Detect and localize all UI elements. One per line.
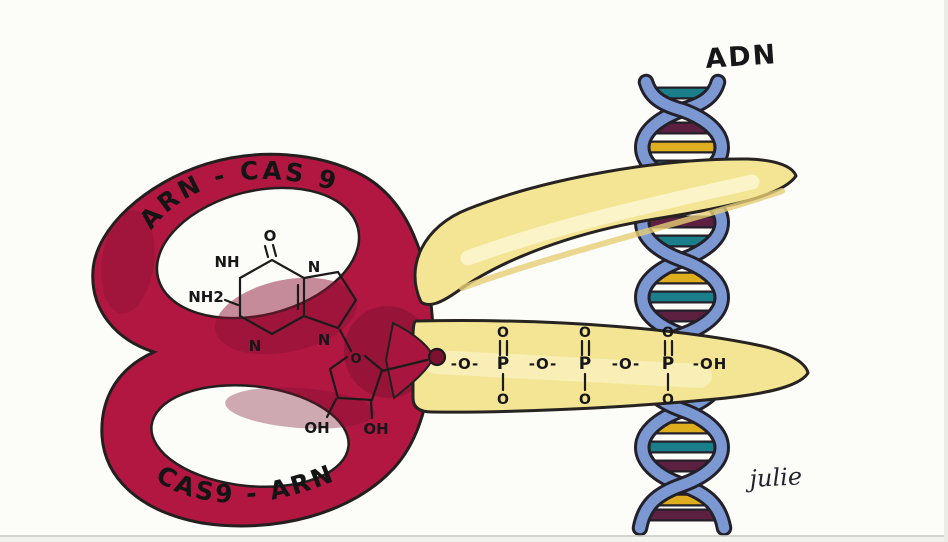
chain-o-below-2: O xyxy=(579,392,591,408)
sugar-phosphate-bond xyxy=(380,358,429,373)
phosphate-single-bonds xyxy=(501,372,670,392)
top-blade-highlight xyxy=(460,174,760,266)
chain-p-1: P xyxy=(497,354,509,374)
nucleotide-labels: O NH N NH2 N N O OH OH xyxy=(188,227,388,438)
phosphate-double-bonds xyxy=(498,339,674,357)
chain-o-link-1: -O- xyxy=(451,355,479,373)
nh2-bond xyxy=(223,298,240,307)
phosphate-chain: -O- P -O- P -O- P -OH O O O O O O xyxy=(451,325,728,408)
chain-oh-end: -OH xyxy=(693,355,728,373)
carbonyl-o-label: O xyxy=(264,227,277,245)
dna-strand-right xyxy=(637,76,730,534)
chain-o-link-3: -O- xyxy=(612,355,640,373)
nh-label: NH xyxy=(214,253,239,271)
nh2-label: NH2 xyxy=(188,288,224,306)
dna-strand-left xyxy=(634,76,727,534)
sugar-o-label: O xyxy=(350,352,361,367)
scissors-handles: ARN - CAS 9 CAS9 - ARN xyxy=(91,152,435,528)
handle-top-hole xyxy=(155,186,361,320)
handle-shade-ring-area xyxy=(215,277,357,355)
sugar-oh-bond-right xyxy=(369,399,374,420)
scissors-blades xyxy=(411,157,810,414)
nucleotide-structure xyxy=(223,243,429,420)
n-label-top: N xyxy=(308,258,321,276)
chain-o-above-3: O xyxy=(662,325,674,341)
chain-o-above-1: O xyxy=(497,325,509,341)
bottom-blade-highlight xyxy=(424,350,712,388)
scan-right-edge xyxy=(944,0,948,542)
carbonyl-double-bond xyxy=(263,243,278,259)
sugar-oh-bond-left xyxy=(325,397,338,419)
purine-pentagon xyxy=(302,270,358,330)
n-label-bottom: N xyxy=(249,337,262,355)
n-label-pentagon: N xyxy=(318,331,331,349)
top-blade-edge-shade xyxy=(459,188,785,291)
chain-o-link-2: -O- xyxy=(529,355,557,373)
oh-label-right: OH xyxy=(363,420,388,438)
handle-shade-left xyxy=(101,210,155,314)
sugar-ring xyxy=(328,354,384,402)
adn-label: ADN xyxy=(704,39,778,75)
chain-o-below-3: O xyxy=(662,392,674,408)
oh-label-left: OH xyxy=(304,419,329,437)
handle-bottom-hole xyxy=(150,383,350,489)
chain-p-3: P xyxy=(662,354,674,374)
chain-p-2: P xyxy=(579,354,591,374)
chain-o-below-1: O xyxy=(497,392,509,408)
signature: julie xyxy=(744,462,803,493)
pentagon-sugar-bond xyxy=(338,328,353,353)
chain-o-above-2: O xyxy=(579,325,591,341)
scan-bottom-line xyxy=(0,535,948,537)
pivot-dot xyxy=(427,347,447,367)
scan-bottom-strip xyxy=(0,537,948,542)
